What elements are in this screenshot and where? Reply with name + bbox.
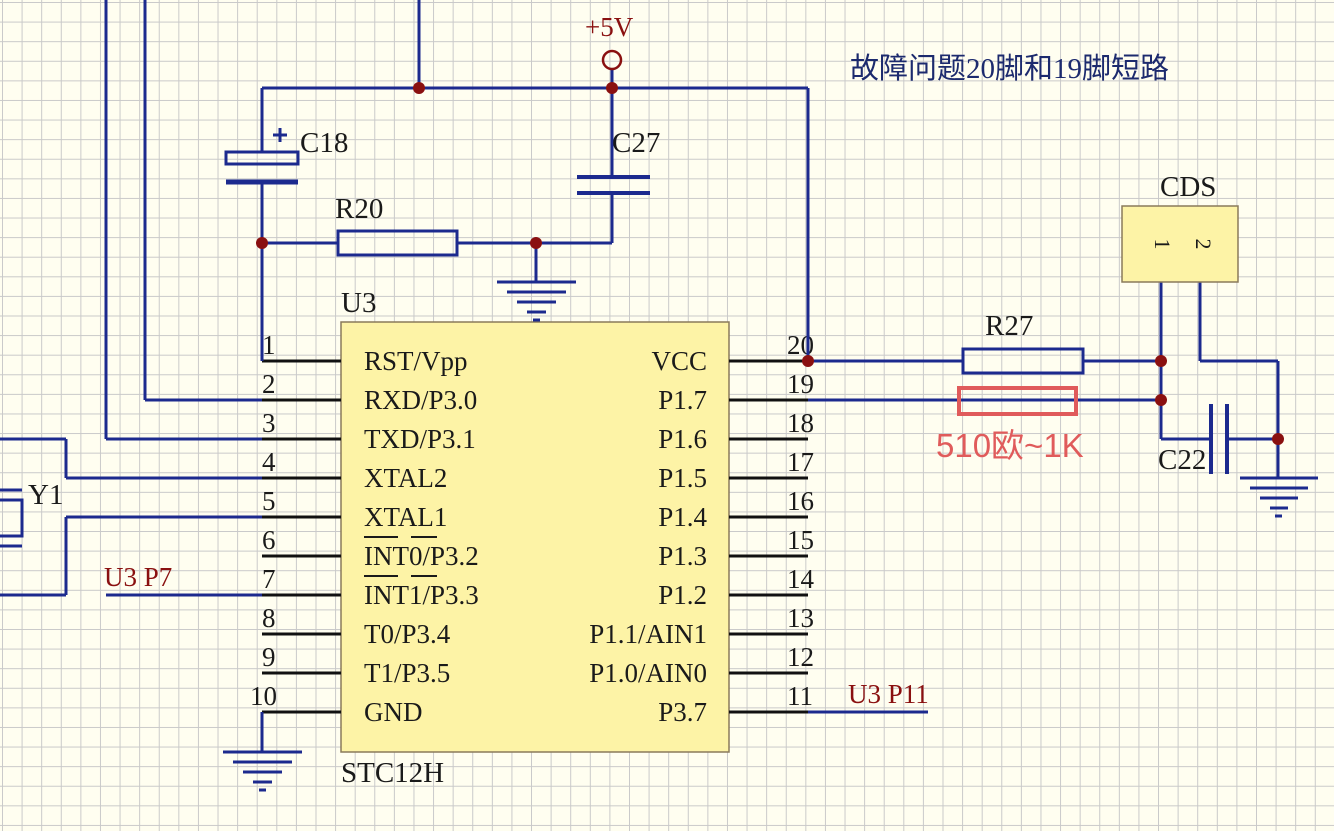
pin-number: 16 (787, 486, 814, 516)
r27-label: R27 (985, 310, 1033, 342)
fault-note: 故障问题20脚和19脚短路 (850, 52, 1169, 85)
pin-name: P1.3 (658, 541, 707, 571)
ic-part-name: STC12H (341, 757, 444, 789)
pin-number: 9 (262, 642, 276, 672)
pin-number: 18 (787, 408, 814, 438)
pin-name: XTAL1 (364, 502, 447, 532)
junction-dot (1155, 394, 1167, 406)
pin-name: P1.6 (658, 424, 707, 454)
added-resistor-highlight (957, 386, 1078, 416)
junction-dot (802, 355, 814, 367)
overbars (364, 536, 437, 577)
junction-dot (1272, 433, 1284, 445)
net-label-p11: U3 P11 (848, 679, 929, 709)
pin-name: P1.2 (658, 580, 707, 610)
capacitor-c22 (1209, 404, 1229, 474)
junction-dot (606, 82, 618, 94)
pin-number: 12 (787, 642, 814, 672)
pin-number: 7 (262, 564, 276, 594)
pin-name: RST/Vpp (364, 346, 468, 376)
resistor-r27 (961, 347, 1085, 375)
c18-label: C18 (300, 127, 348, 159)
cds-pin-2: 2 (1191, 239, 1216, 250)
pin-number: 4 (262, 447, 276, 477)
ic-body (340, 321, 730, 753)
ground-symbol-cds (1240, 476, 1318, 518)
pin-number: 13 (787, 603, 814, 633)
vcc-power-port (601, 49, 623, 71)
c22-label: C22 (1158, 444, 1206, 476)
r20-label: R20 (335, 193, 383, 225)
pin-name: T0/P3.4 (364, 619, 451, 649)
cds-label: CDS (1160, 171, 1216, 203)
ic-left-pin-lines (262, 359, 341, 714)
pin-number: 15 (787, 525, 814, 555)
ground-symbol-r20 (497, 280, 576, 322)
resistor-r20 (336, 229, 459, 257)
pin-number: 11 (787, 681, 813, 711)
c27-label: C27 (612, 127, 660, 159)
pin-name: VCC (651, 346, 707, 376)
pin-name: XTAL2 (364, 463, 447, 493)
y1-label: Y1 (28, 479, 63, 511)
junction-dot (1155, 355, 1167, 367)
cds-pin-1: 1 (1150, 239, 1175, 250)
pin-number: 2 (262, 369, 276, 399)
pin-name: T1/P3.5 (364, 658, 450, 688)
pin-name: P1.0/AIN0 (589, 658, 707, 688)
pin-number: 10 (250, 681, 277, 711)
ic-right-pin-lines (729, 359, 808, 714)
resistor-value-annotation: 510欧~1K (936, 427, 1084, 464)
pin-name: P3.7 (658, 697, 707, 727)
vcc-label: +5V (585, 12, 634, 42)
pin-name: INT1/P3.3 (364, 580, 479, 610)
ground-symbol-ic (223, 750, 302, 792)
ic-designator: U3 (341, 287, 376, 319)
junction-dot (413, 82, 425, 94)
junction-dot (256, 237, 268, 249)
junction-dot (530, 237, 542, 249)
pin-name: P1.5 (658, 463, 707, 493)
pin-number: 19 (787, 369, 814, 399)
pin-number: 14 (787, 564, 815, 594)
pin-name: INT0/P3.2 (364, 541, 479, 571)
wires (0, 0, 1280, 752)
pin-number: 5 (262, 486, 276, 516)
pin-name: P1.7 (658, 385, 707, 415)
pin-number: 17 (787, 447, 814, 477)
pin-name: P1.4 (658, 502, 707, 532)
pin-name: P1.1/AIN1 (589, 619, 707, 649)
pin-number: 6 (262, 525, 276, 555)
pin-number: 3 (262, 408, 276, 438)
capacitor-c27 (577, 175, 650, 195)
pin-name: RXD/P3.0 (364, 385, 477, 415)
pin-number: 8 (262, 603, 276, 633)
pin-name: GND (364, 697, 423, 727)
crystal-y1 (0, 488, 24, 548)
net-label-p7: U3 P7 (104, 562, 172, 592)
pin-name: TXD/P3.1 (364, 424, 476, 454)
pin-number: 1 (262, 330, 276, 360)
capacitor-c18 (224, 128, 300, 185)
cds-body (1121, 205, 1239, 283)
